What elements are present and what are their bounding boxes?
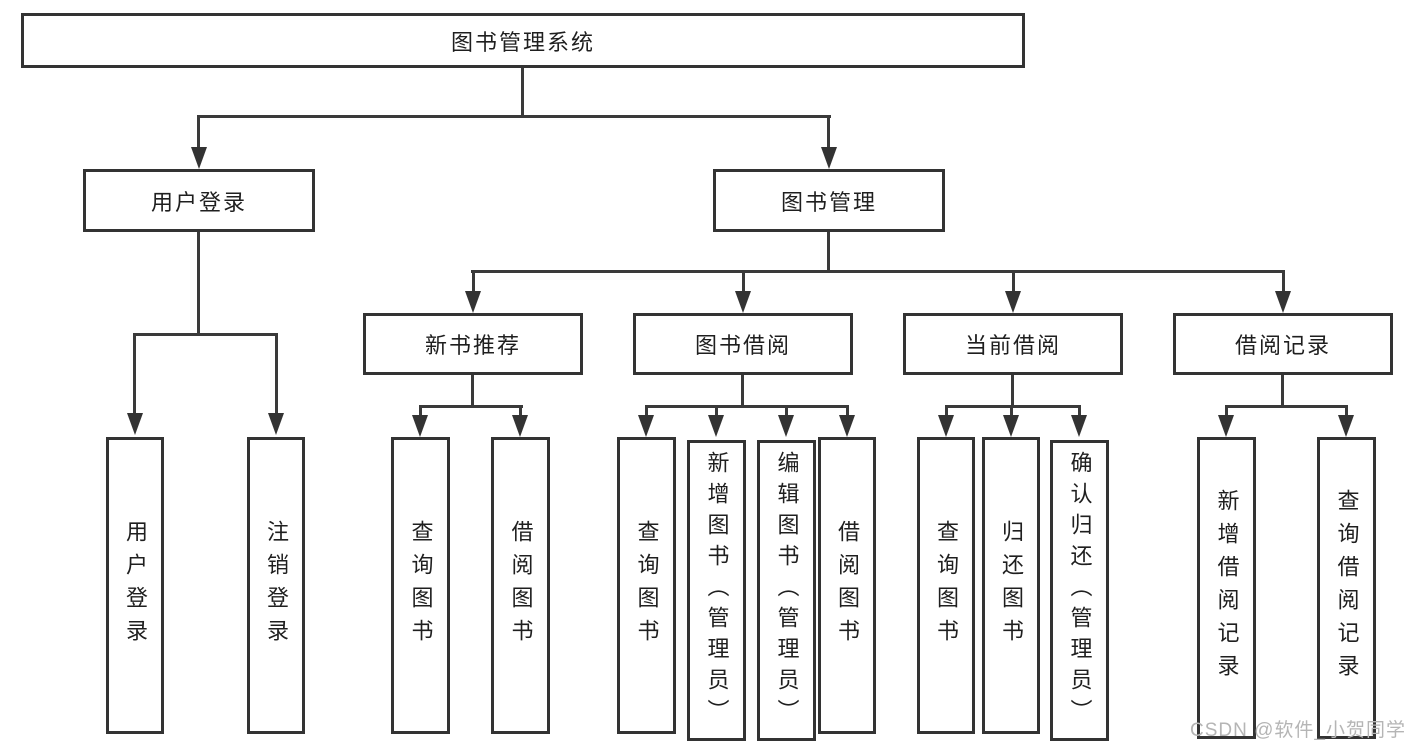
arrow-down-icon [127, 413, 143, 435]
connector-vline [827, 115, 830, 150]
node-library-management-system: 图书管理系统 [21, 13, 1025, 68]
connector-vline [1012, 270, 1015, 293]
node-book-management: 图书管理 [713, 169, 945, 232]
leaf-query-book-newbooks: 查询图书 [391, 437, 450, 734]
connector-hline [471, 270, 1285, 273]
arrow-down-icon [1005, 291, 1021, 313]
leaf-label: 编辑图书（管理员） [774, 451, 800, 730]
node-label: 图书管理系统 [450, 29, 595, 55]
connector-vline [1011, 375, 1014, 408]
leaf-label: 借阅图书 [508, 519, 534, 652]
connector-vline [742, 270, 745, 293]
arrow-down-icon [1275, 291, 1291, 313]
leaf-label: 查询图书 [408, 519, 434, 652]
leaf-logout: 注销登录 [247, 437, 305, 734]
leaf-label: 查询借阅记录 [1334, 489, 1360, 687]
connector-vline [419, 405, 422, 419]
leaf-confirm-return-admin: 确认归还（管理员） [1050, 440, 1109, 741]
leaf-label: 确认归还（管理员） [1067, 451, 1093, 730]
connector-vline [521, 68, 524, 118]
node-label: 借阅记录 [1234, 333, 1331, 358]
arrow-down-icon [412, 415, 428, 437]
node-new-book-recommend: 新书推荐 [363, 313, 583, 375]
arrow-down-icon [465, 291, 481, 313]
connector-vline [1282, 270, 1285, 293]
connector-vline [519, 405, 522, 419]
leaf-query-book-borrowing: 查询图书 [617, 437, 676, 734]
arrow-down-icon [839, 415, 855, 437]
connector-vline [715, 405, 718, 419]
node-borrow-records: 借阅记录 [1173, 313, 1393, 375]
connector-vline [133, 333, 136, 415]
connector-hline [133, 333, 278, 336]
connector-vline [1345, 405, 1348, 419]
arrow-down-icon [938, 415, 954, 437]
csdn-watermark: CSDN @软件_小贺同学 [1190, 720, 1405, 741]
arrow-down-icon [821, 147, 837, 169]
connector-vline [275, 333, 278, 415]
leaf-add-book-admin: 新增图书（管理员） [687, 440, 746, 741]
leaf-query-book-current: 查询图书 [917, 437, 975, 734]
leaf-query-borrow-record: 查询借阅记录 [1317, 437, 1376, 739]
connector-hline [1225, 405, 1348, 408]
connector-vline [471, 375, 474, 408]
arrow-down-icon [1003, 415, 1019, 437]
connector-vline [741, 375, 744, 408]
leaf-label: 新增借阅记录 [1214, 489, 1240, 687]
connector-hline [945, 405, 1081, 408]
arrow-down-icon [1338, 415, 1354, 437]
connector-vline [1010, 405, 1013, 419]
node-label: 图书借阅 [694, 333, 791, 358]
connector-vline [197, 232, 200, 336]
node-book-borrowing: 图书借阅 [633, 313, 853, 375]
leaf-return-book: 归还图书 [982, 437, 1040, 734]
leaf-label: 查询图书 [634, 519, 660, 652]
arrow-down-icon [1218, 415, 1234, 437]
leaf-borrow-book-borrowing: 借阅图书 [818, 437, 876, 734]
connector-hline [419, 405, 523, 408]
node-user-login: 用户登录 [83, 169, 315, 232]
arrow-down-icon [268, 413, 284, 435]
connector-hline [645, 405, 849, 408]
leaf-label: 借阅图书 [835, 519, 860, 652]
leaf-user-login: 用户登录 [106, 437, 164, 734]
node-label: 新书推荐 [424, 333, 521, 358]
arrow-down-icon [735, 291, 751, 313]
leaf-label: 归还图书 [999, 519, 1024, 652]
arrow-down-icon [638, 415, 654, 437]
arrow-down-icon [512, 415, 528, 437]
leaf-add-borrow-record: 新增借阅记录 [1197, 437, 1256, 739]
leaf-label: 新增图书（管理员） [704, 451, 730, 730]
connector-vline [645, 405, 648, 419]
arrow-down-icon [708, 415, 724, 437]
node-label: 图书管理 [780, 189, 877, 215]
leaf-borrow-book-newbooks: 借阅图书 [491, 437, 550, 734]
leaf-label: 注销登录 [264, 519, 289, 652]
node-label: 当前借阅 [964, 333, 1061, 358]
leaf-edit-book-admin: 编辑图书（管理员） [757, 440, 816, 741]
leaf-label: 用户登录 [123, 519, 148, 652]
arrow-down-icon [191, 147, 207, 169]
connector-vline [846, 405, 849, 419]
connector-vline [472, 270, 475, 293]
connector-hline [197, 115, 831, 118]
connector-vline [1281, 375, 1284, 408]
connector-vline [1078, 405, 1081, 419]
arrow-down-icon [778, 415, 794, 437]
connector-vline [945, 405, 948, 419]
connector-vline [1225, 405, 1228, 419]
leaf-label: 查询图书 [934, 519, 959, 652]
connector-vline [827, 232, 830, 273]
node-label: 用户登录 [150, 189, 247, 215]
connector-vline [197, 115, 200, 150]
node-current-borrowing: 当前借阅 [903, 313, 1123, 375]
arrow-down-icon [1071, 415, 1087, 437]
connector-vline [785, 405, 788, 419]
